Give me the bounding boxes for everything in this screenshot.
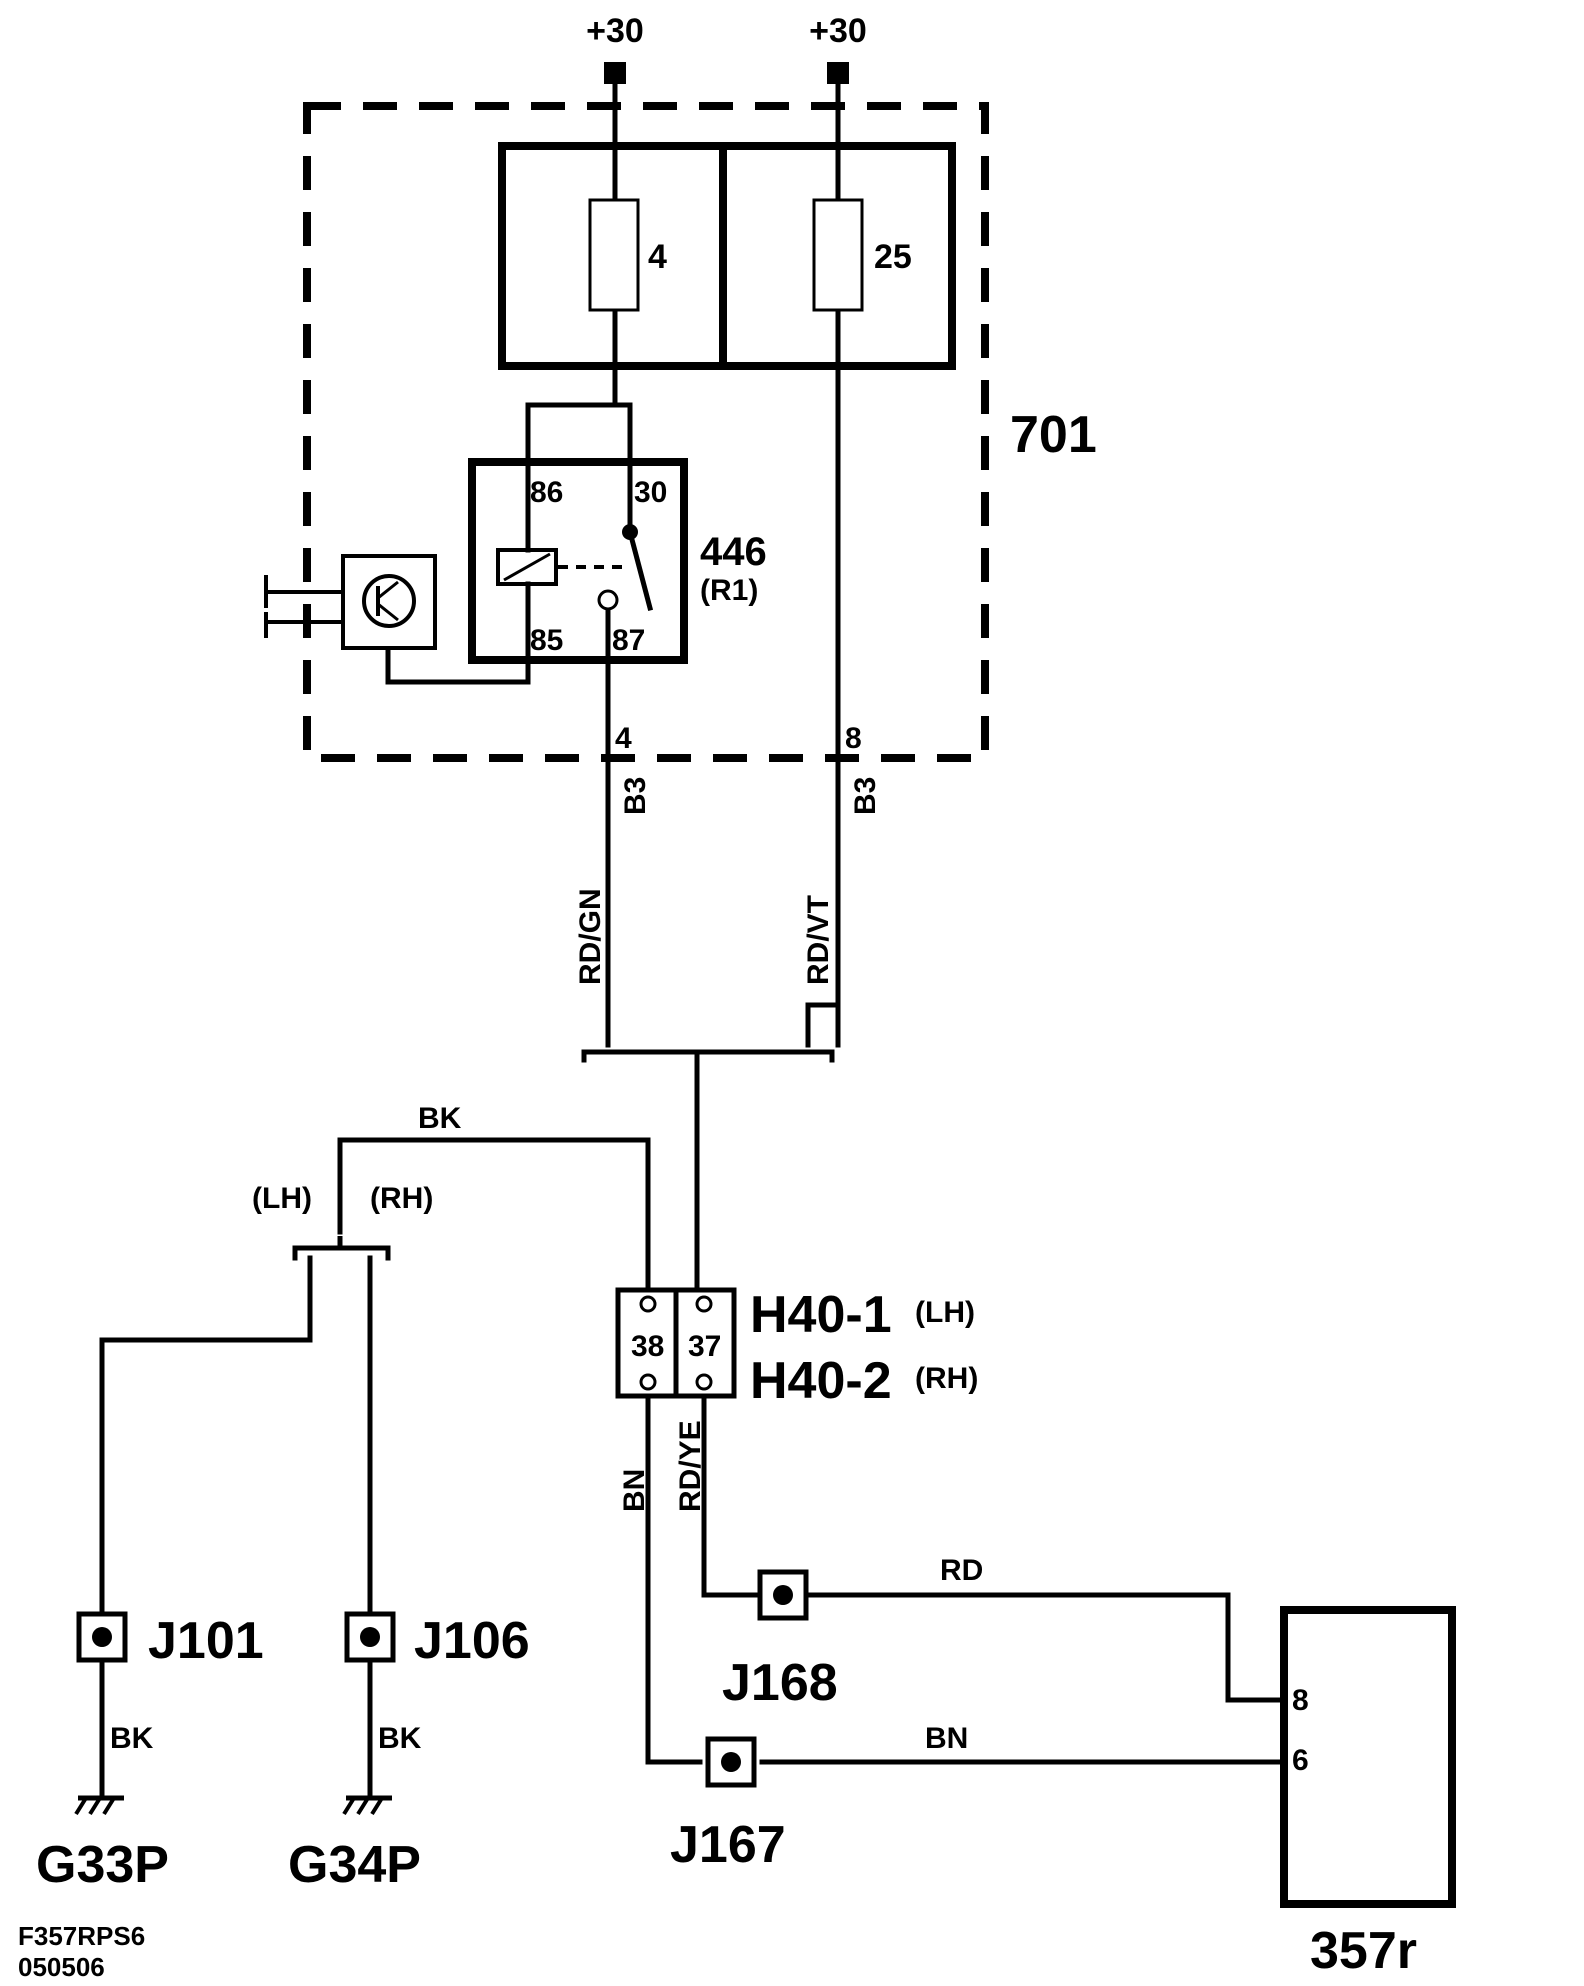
junction-j106: J106	[344, 1611, 530, 1670]
fuse-right	[812, 198, 864, 312]
ground-g33p-tick-3	[102, 1796, 116, 1816]
fuse-right-label: 25	[874, 238, 912, 276]
wire-lh-ground	[99, 1255, 313, 1615]
connector-id-2-side: (RH)	[915, 1362, 978, 1395]
relay-446	[468, 458, 688, 664]
relay-pin-87: 87	[612, 624, 645, 657]
junction-j168: J168	[722, 1569, 838, 1712]
connector-id-2: H40-2	[750, 1352, 892, 1410]
fuse-box-outline	[303, 102, 989, 762]
junction-j101: J101	[76, 1611, 264, 1670]
variant-bracket	[292, 1236, 391, 1261]
supply-left: +30	[586, 12, 644, 84]
junction-j106-dot	[360, 1627, 380, 1647]
module-pin-6: 6	[1292, 1744, 1309, 1777]
junction-j168-label: J168	[722, 1654, 838, 1712]
footer-date: 050506	[18, 1952, 105, 1982]
ground-g33p-label: G33P	[36, 1836, 169, 1894]
connector-pin-38-bottom	[639, 1373, 657, 1391]
wire-bn	[645, 1393, 703, 1765]
fusebox-pin-left: 4	[615, 722, 632, 755]
merge-bracket	[581, 1049, 835, 1068]
connector-id-1-side: (LH)	[915, 1296, 975, 1329]
ground-g34p-tick-1	[342, 1796, 356, 1816]
ground-g33p-tick-2	[88, 1796, 102, 1816]
connector-pin-37: 37	[688, 1330, 721, 1363]
relay-pin-85: 85	[530, 624, 563, 657]
fusebox-pin-right: 8	[845, 722, 862, 755]
junction-j167-label: J167	[670, 1816, 786, 1874]
transistor-emitter	[377, 602, 399, 622]
connector-id-1: H40-1	[750, 1286, 892, 1344]
footer-ref: F357RPS6	[18, 1921, 145, 1951]
wire-rdvt-jog	[805, 1002, 841, 1048]
ground-g34p-icon	[342, 1795, 392, 1816]
ground-g34p-tick-2	[356, 1796, 370, 1816]
wire-label-rdvt: RD/VT	[802, 895, 835, 985]
wire-label-bn: BN	[925, 1722, 968, 1755]
junction-j167: J167	[670, 1736, 786, 1874]
supply-right-terminal	[827, 62, 849, 84]
transistor-icon	[362, 574, 416, 628]
module-id: 357r	[1310, 1922, 1417, 1980]
variant-lh-label: (LH)	[252, 1182, 312, 1215]
connector-pin-37-bottom	[695, 1373, 713, 1391]
supply-right: +30	[809, 12, 867, 84]
wire-rd	[803, 1592, 1287, 1703]
fuse-left-label: 4	[648, 238, 667, 276]
wire-rdye	[701, 1393, 763, 1598]
ground-g33p-icon	[74, 1795, 124, 1816]
junction-j101-dot	[92, 1627, 112, 1647]
module-357r	[1280, 1606, 1456, 1908]
ground-g33p-tick-1	[74, 1796, 88, 1816]
ground-g34p-tick-3	[370, 1796, 384, 1816]
wire-label-j106-bk: BK	[378, 1722, 422, 1755]
junction-j168-dot	[773, 1585, 793, 1605]
connector-pin-38: 38	[631, 1330, 664, 1363]
junction-j106-label: J106	[414, 1612, 530, 1670]
connector-pin-37-top	[695, 1295, 713, 1313]
relay-pin-30: 30	[634, 476, 667, 509]
wire-relay-feed	[525, 402, 633, 481]
junction-j167-dot	[721, 1752, 741, 1772]
supply-left-terminal	[604, 62, 626, 84]
wire-label-rdgn: RD/GN	[574, 888, 607, 985]
fusebox-connector-right: B3	[849, 777, 882, 815]
variant-rh-label: (RH)	[370, 1182, 433, 1215]
relay-switch-arm	[626, 528, 654, 612]
junction-j101-label: J101	[148, 1612, 264, 1670]
relay-sub: (R1)	[700, 574, 758, 607]
wire-label-rd: RD	[940, 1554, 983, 1587]
wire-bk-ground-feed	[337, 1137, 651, 1293]
relay-contact-87	[597, 589, 619, 611]
supply-left-label: +30	[586, 12, 644, 50]
wire-label-j101-bk: BK	[110, 1722, 154, 1755]
supply-right-label: +30	[809, 12, 867, 50]
ground-g34p-label: G34P	[288, 1836, 421, 1894]
relay-id: 446	[700, 530, 767, 574]
relay-pin-86: 86	[530, 476, 563, 509]
fuse-box-id: 701	[1010, 406, 1097, 464]
wire-label-bk: BK	[418, 1102, 462, 1135]
relay-coil-slash	[503, 552, 551, 582]
fuse-left	[588, 198, 640, 312]
connector-pin-38-top	[639, 1295, 657, 1313]
fusebox-connector-left: B3	[619, 777, 652, 815]
transistor-collector	[377, 580, 399, 600]
wire-85-control	[385, 645, 531, 685]
module-pin-8: 8	[1292, 1684, 1309, 1717]
